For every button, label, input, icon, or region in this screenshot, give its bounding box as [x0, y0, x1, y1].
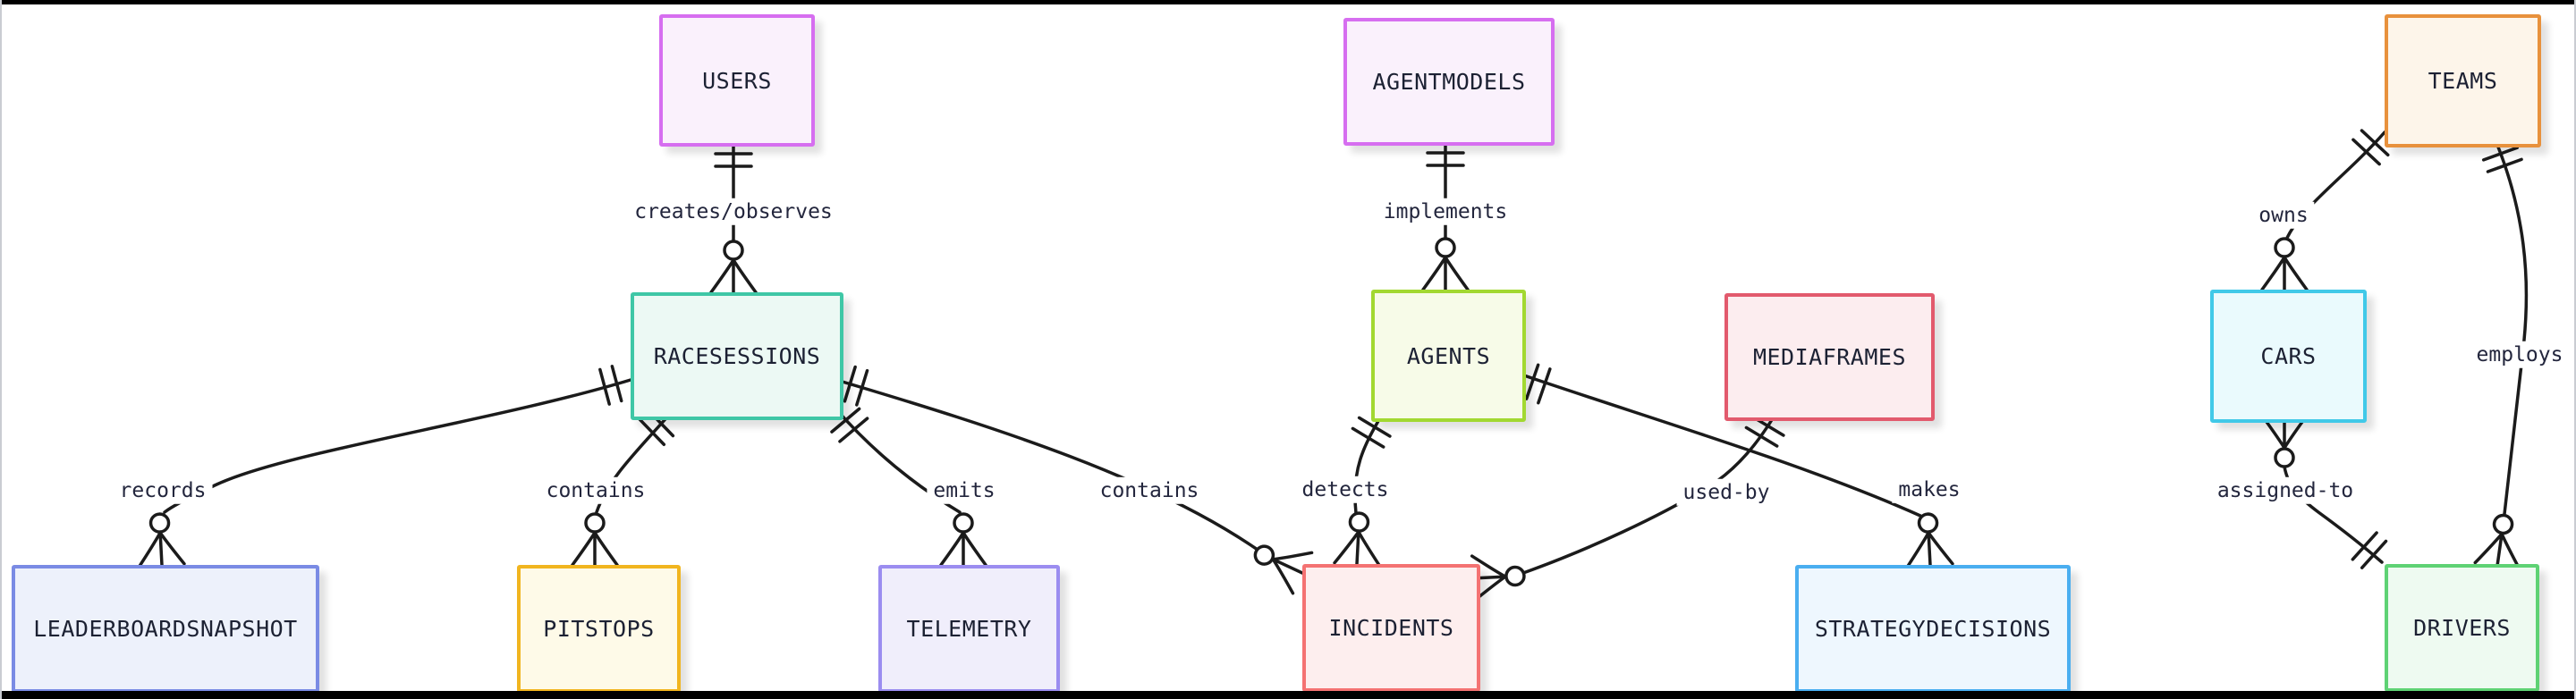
entity-label: USERS — [702, 67, 772, 94]
frame-top-bar — [0, 0, 2576, 4]
edge-employs — [2494, 139, 2529, 516]
edge-contains-incidents — [835, 378, 1259, 552]
entity-racesessions: RACESESSIONS — [631, 292, 843, 420]
entity-strategydecisions: STRATEGYDECISIONS — [1795, 565, 2071, 693]
entity-label: LEADERBOARDSNAPSHOT — [33, 616, 298, 642]
entity-label: TEAMS — [2428, 68, 2498, 94]
entity-mediaframes: MEDIAFRAMES — [1724, 293, 1935, 421]
frame-right-edge — [2574, 0, 2576, 699]
entity-incidents: INCIDENTS — [1302, 564, 1480, 692]
relationship-label-detects: detects — [1295, 476, 1395, 504]
frame-bottom-bar — [0, 691, 2576, 699]
entity-label: RACESESSIONS — [653, 343, 821, 369]
many-marker-agents — [1421, 237, 1470, 291]
entity-label: AGENTMODELS — [1372, 69, 1526, 95]
relationship-label-implements: implements — [1377, 198, 1514, 226]
many-marker-incidents-detects — [1333, 510, 1384, 568]
entity-cars: CARS — [2210, 290, 2367, 423]
entity-label: STRATEGYDECISIONS — [1814, 616, 2052, 642]
relationship-label-makes: makes — [1892, 476, 1967, 504]
relationship-label-records: records — [113, 476, 213, 505]
frame-left-edge — [0, 0, 2, 699]
entity-label: AGENTS — [1406, 342, 1491, 369]
relationship-label-contains-incidents: contains — [1093, 476, 1206, 505]
entity-label: INCIDENTS — [1328, 615, 1454, 641]
entity-agentmodels: AGENTMODELS — [1343, 18, 1555, 146]
entity-label: TELEMETRY — [906, 616, 1032, 642]
many-marker-pitstops — [571, 512, 619, 567]
edge-emits — [835, 408, 962, 514]
relationship-label-emits: emits — [927, 476, 1002, 505]
edge-makes — [1517, 372, 1922, 518]
many-marker-leaderboardsnapshot — [135, 511, 186, 568]
entity-leaderboardsnapshot: LEADERBOARDSNAPSHOT — [12, 565, 319, 693]
many-marker-drivers-employs — [2473, 510, 2529, 571]
entity-agents: AGENTS — [1371, 290, 1526, 422]
entity-label: PITSTOPS — [543, 616, 655, 642]
entity-label: DRIVERS — [2413, 615, 2511, 641]
relationship-label-owns: owns — [2252, 201, 2315, 230]
entity-users: USERS — [659, 14, 815, 147]
relationship-label-assigned-to: assigned-to — [2210, 476, 2360, 505]
entity-teams: TEAMS — [2385, 14, 2541, 147]
one-marker-agents-makes — [1524, 363, 1552, 405]
relationship-label-used-by: used-by — [1676, 478, 1776, 507]
entity-label: MEDIAFRAMES — [1752, 344, 1907, 370]
relationship-label-contains-pitstops: contains — [539, 476, 652, 505]
relationship-label-employs: employs — [2470, 341, 2570, 369]
many-marker-cars-assigned-to — [2260, 414, 2309, 468]
entity-telemetry: TELEMETRY — [878, 565, 1060, 693]
entity-drivers: DRIVERS — [2385, 564, 2539, 692]
entity-pitstops: PITSTOPS — [517, 565, 681, 693]
entity-label: CARS — [2260, 343, 2317, 369]
relationship-label-creates-observes: creates/observes — [628, 198, 839, 226]
many-marker-strategydecisions — [1903, 511, 1954, 568]
many-marker-cars-owns — [2260, 237, 2309, 291]
many-marker-telemetry — [939, 512, 987, 567]
many-marker-racesessions — [709, 240, 758, 294]
